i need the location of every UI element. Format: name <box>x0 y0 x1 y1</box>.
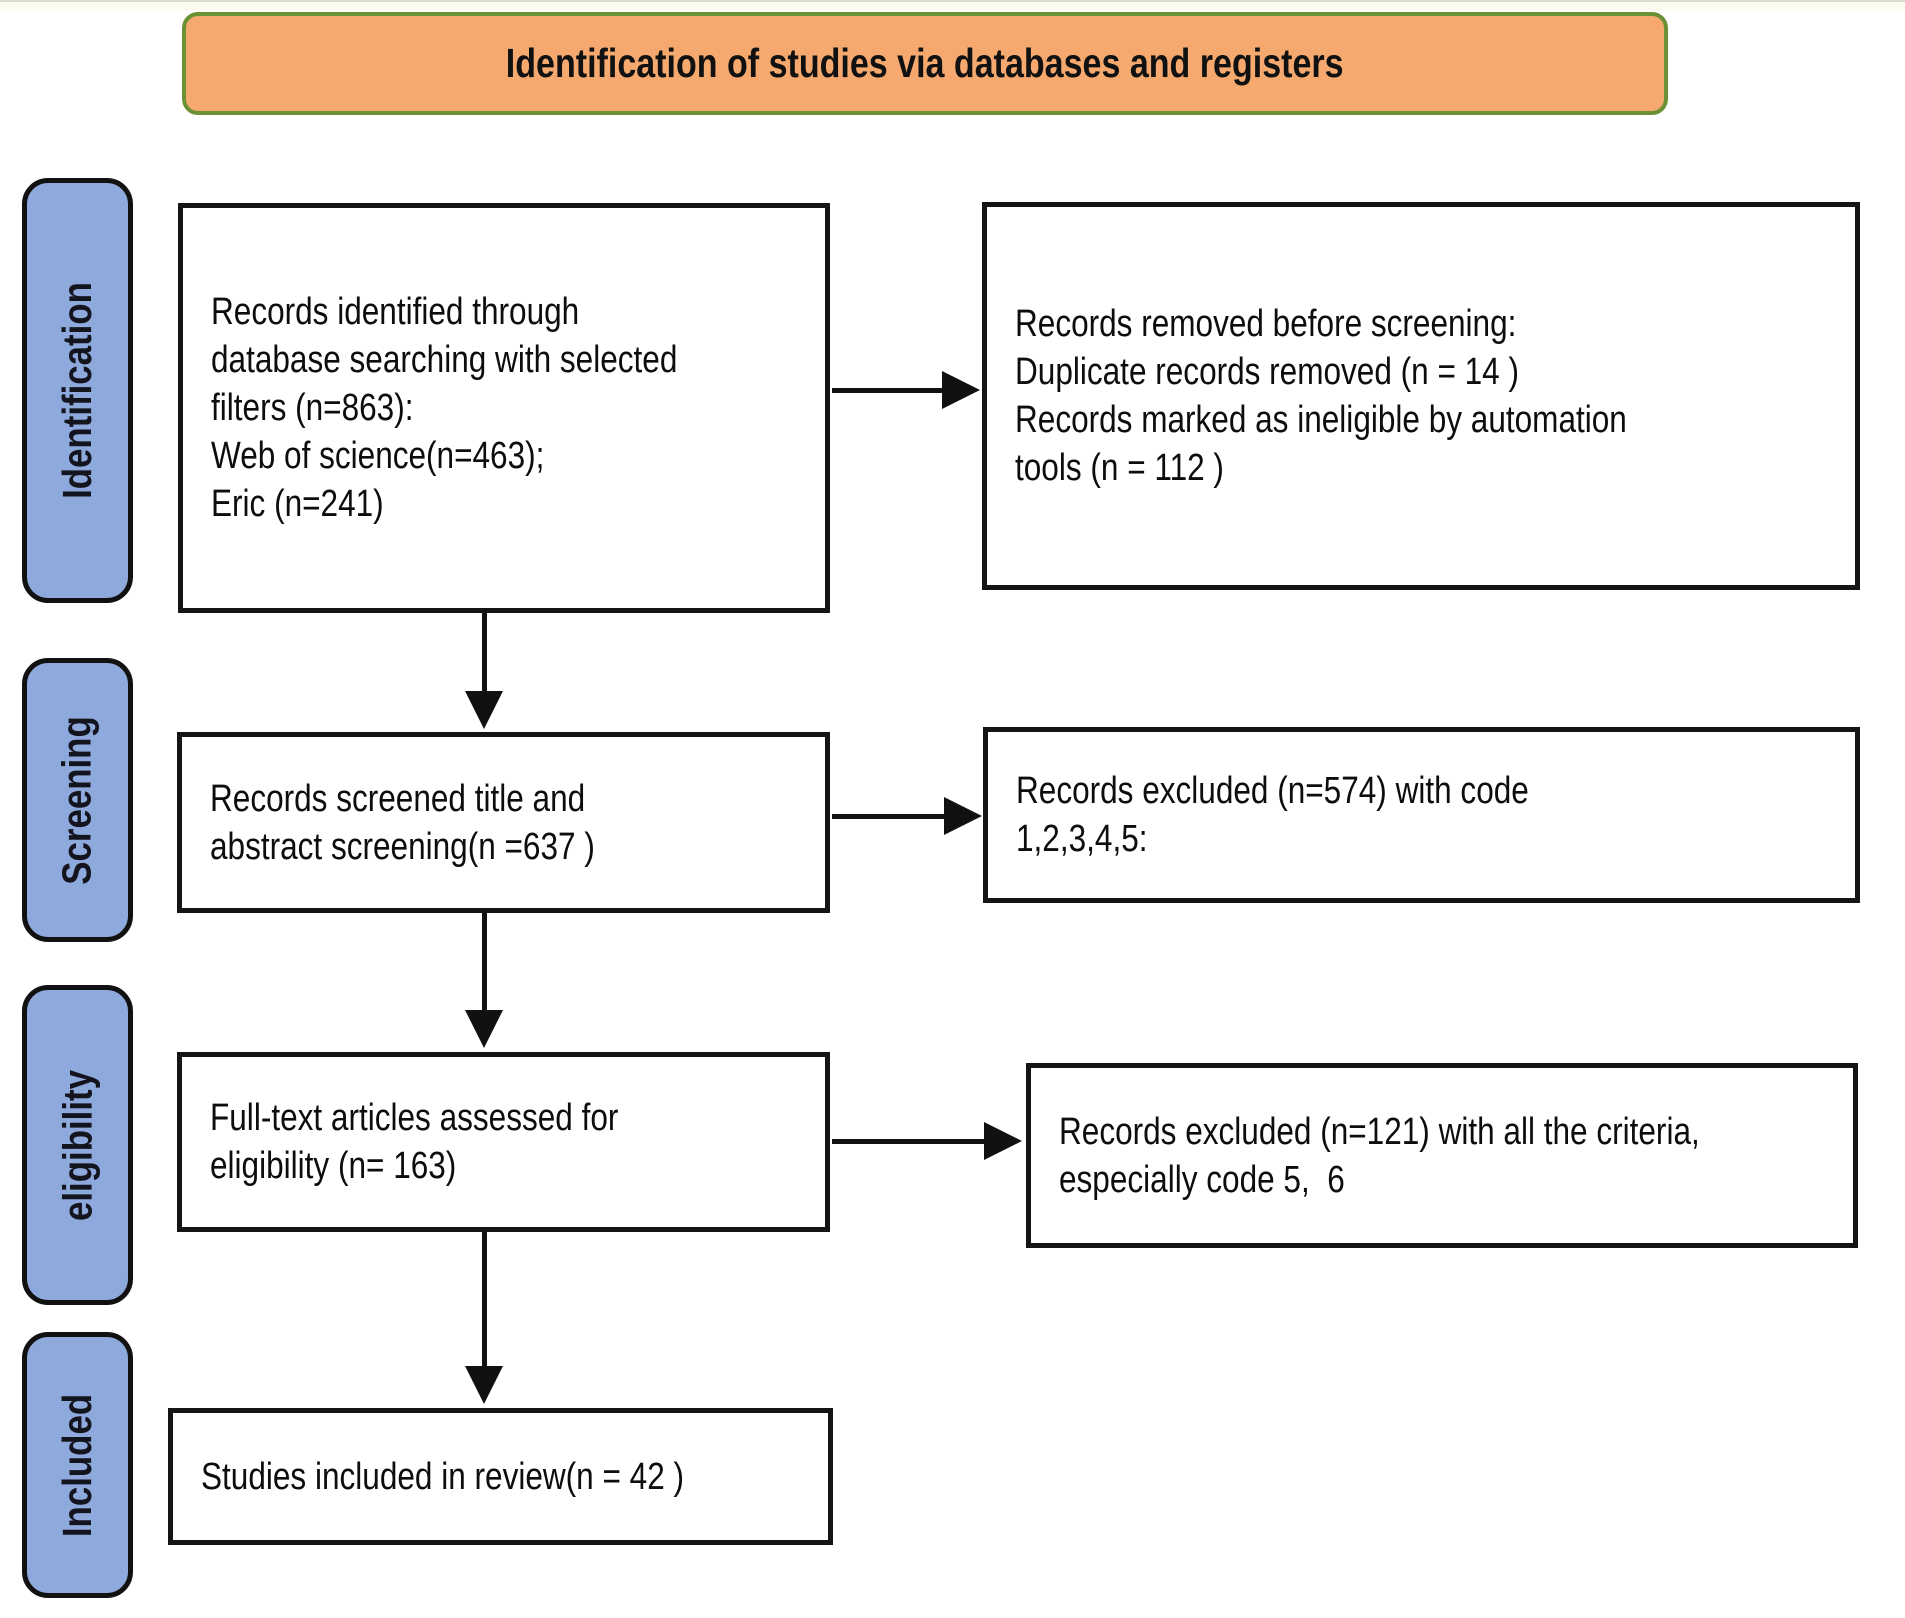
header-title: Identification of studies via databases … <box>506 40 1344 86</box>
box-text-line: Records identified through <box>211 291 580 333</box>
box-text-line: Duplicate records removed (n = 14 ) <box>1015 351 1520 393</box>
stage-label-screening-text: Screening <box>54 715 101 885</box>
box-text-line: Records removed before screening: <box>1015 303 1517 345</box>
arrow-screened-to-fulltext-shaft <box>482 913 487 1012</box>
box-text-line: especially code 5, 6 <box>1059 1158 1345 1201</box>
box-text-line: eligibility (n= 163) <box>210 1145 457 1187</box>
stage-label-identification-text: Identification <box>54 282 101 499</box>
box-text-line: filters (n=863): <box>211 387 414 429</box>
flow-box-records-screened: Records screened title and abstract scre… <box>177 732 830 913</box>
arrow-screened-to-excluded-head-icon <box>944 797 982 835</box>
box-text-line: Full-text articles assessed for <box>210 1097 619 1139</box>
arrow-fulltext-to-included-shaft <box>482 1232 487 1368</box>
box-text-line: tools (n = 112 ) <box>1015 447 1224 489</box>
flow-box-records-removed: Records removed before screening: Duplic… <box>982 202 1860 590</box>
stage-label-included: Included <box>22 1332 133 1598</box>
stage-label-included-text: Included <box>54 1393 101 1537</box>
header-banner: Identification of studies via databases … <box>182 12 1668 115</box>
arrow-fulltext-to-excluded-head-icon <box>984 1122 1022 1160</box>
arrow-identified-to-screened-head-icon <box>465 691 503 729</box>
box-text-line: database searching with selected <box>211 339 678 381</box>
box-text-line: Web of science(n=463); <box>211 435 545 477</box>
box-text-line: Studies included in review(n = 42 ) <box>201 1455 685 1498</box>
stage-label-eligibility: eligibility <box>22 985 133 1305</box>
box-text-line: Records marked as ineligible by automati… <box>1015 399 1627 441</box>
arrow-fulltext-to-excluded-shaft <box>832 1139 984 1144</box>
arrow-identified-to-removed-head-icon <box>942 371 980 409</box>
arrow-identified-to-removed-shaft <box>832 388 942 393</box>
box-text-line: Eric (n=241) <box>211 483 384 525</box>
box-text-line: Records screened title and <box>210 777 586 820</box>
arrow-identified-to-screened-shaft <box>482 613 487 693</box>
arrow-screened-to-excluded-shaft <box>832 814 944 819</box>
figure-top-edge <box>0 0 1905 11</box>
flow-box-studies-included: Studies included in review(n = 42 ) <box>168 1408 833 1545</box>
box-text-line: Records excluded (n=121) with all the cr… <box>1059 1110 1700 1153</box>
flow-box-records-excluded-fulltext: Records excluded (n=121) with all the cr… <box>1026 1063 1858 1248</box>
flow-box-fulltext-assessed: Full-text articles assessed for eligibil… <box>177 1052 830 1232</box>
box-text-line: Records excluded (n=574) with code <box>1016 770 1529 812</box>
box-text-line: abstract screening(n =637 ) <box>210 825 595 868</box>
box-text-line: 1,2,3,4,5: <box>1016 818 1148 860</box>
stage-label-eligibility-text: eligibility <box>54 1069 101 1221</box>
arrow-screened-to-fulltext-head-icon <box>465 1010 503 1048</box>
flow-box-records-excluded-screening: Records excluded (n=574) with code 1,2,3… <box>983 727 1860 903</box>
stage-label-identification: Identification <box>22 178 133 603</box>
arrow-fulltext-to-included-head-icon <box>465 1366 503 1404</box>
stage-label-screening: Screening <box>22 658 133 942</box>
flow-box-records-identified: Records identified through database sear… <box>178 203 830 613</box>
